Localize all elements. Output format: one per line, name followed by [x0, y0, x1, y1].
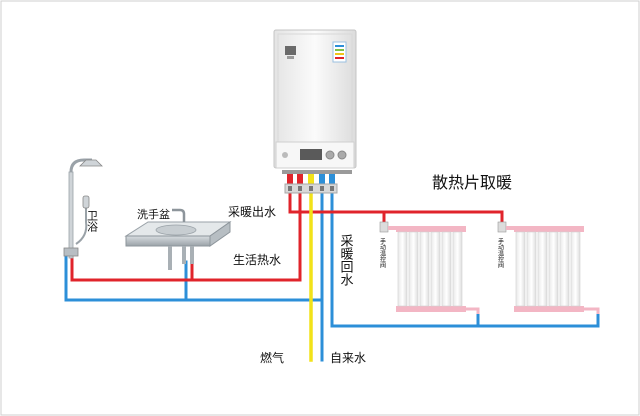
radiator-right	[497, 221, 600, 314]
radiator-fin	[452, 231, 463, 307]
hot-water-label: 生活热水	[233, 253, 281, 267]
heating-return-pipe	[330, 190, 600, 328]
boiler-logo	[285, 46, 296, 59]
valve-label-left: 手动温控阀	[379, 237, 386, 269]
radiator-fin	[570, 231, 581, 307]
shower-icon	[63, 158, 103, 259]
valve-label-right: 手动温控阀	[497, 237, 504, 269]
radiator-top-bar	[514, 226, 584, 232]
hot-water-pipe	[70, 190, 302, 282]
pipes	[64, 190, 600, 362]
radiator-fin	[430, 231, 441, 307]
heating-return-label: 采暖回水	[338, 234, 354, 286]
shower-label: 卫浴	[86, 210, 99, 233]
boiler	[273, 29, 357, 194]
energy-label-icon	[332, 41, 347, 63]
heating-out-pipe	[288, 190, 386, 224]
radiator-fin	[441, 231, 452, 307]
radiator-fin	[559, 231, 570, 307]
gas-label: 燃气	[260, 350, 284, 365]
radiator-fin	[537, 231, 548, 307]
basin-label: 洗手盆	[137, 207, 170, 221]
faucet-icon	[172, 208, 186, 222]
basin-icon	[124, 208, 232, 270]
radiator-fin	[408, 231, 419, 307]
radiator-top-bar	[396, 226, 466, 232]
radiator-fin	[515, 231, 526, 307]
diagram-title: 散热片取暖	[432, 173, 512, 192]
valve-icon	[497, 221, 514, 233]
radiator-bottom-bar	[514, 306, 584, 312]
heating-out-label: 采暖出水	[228, 205, 276, 219]
temp-knob-icon	[325, 150, 335, 160]
radiator-fin	[526, 231, 537, 307]
radiator-fin	[548, 231, 559, 307]
radiator-fin	[419, 231, 430, 307]
radiator-fin	[397, 231, 408, 307]
radiator-left	[379, 221, 480, 314]
temp-knob-icon	[337, 150, 347, 160]
valve-icon	[379, 221, 396, 233]
tap-water-label: 自来水	[330, 351, 366, 365]
display-screen	[300, 149, 322, 160]
radiator-bottom-bar	[396, 306, 466, 312]
power-knob-icon	[282, 152, 288, 158]
heating-supply-main	[382, 210, 504, 224]
boiler-connectors	[282, 170, 352, 194]
